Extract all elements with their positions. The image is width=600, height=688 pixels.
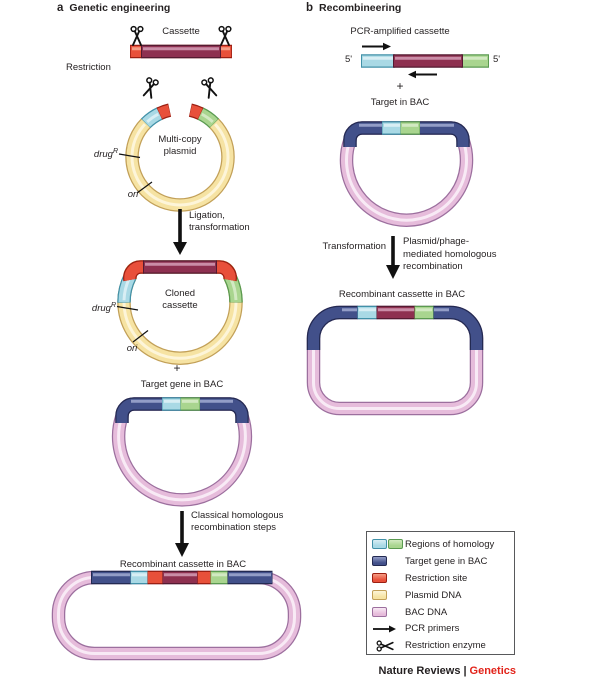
legend-row: Restriction site bbox=[372, 570, 514, 587]
journal-field: Genetics bbox=[469, 665, 516, 677]
restriction-enzyme-scissors-icon bbox=[376, 640, 394, 652]
drug-r-tick bbox=[116, 305, 139, 311]
recombinant-cassette-label-b: Recombinant cassette in BAC bbox=[338, 289, 466, 300]
recombinant-bac-b bbox=[306, 305, 484, 416]
homology-green-swatch bbox=[388, 539, 403, 550]
cassette-label: Cassette bbox=[162, 26, 200, 37]
ligation-arrow bbox=[173, 209, 187, 255]
legend-row: Target gene in BAC bbox=[372, 553, 514, 570]
legend-label: Restriction enzyme bbox=[405, 640, 486, 652]
pcr-cassette bbox=[361, 42, 489, 79]
ligation-arrow-label: Ligation,transformation bbox=[189, 210, 250, 233]
recombinant-cassette-label-a: Recombinant cassette in BAC bbox=[119, 559, 247, 570]
legend-row: Plasmid DNA bbox=[372, 587, 514, 604]
legend-row: PCR primers bbox=[372, 620, 514, 637]
restriction-label: Restriction bbox=[66, 62, 111, 73]
target-in-bac-label: Target in BAC bbox=[370, 97, 430, 108]
legend-label: Target gene in BAC bbox=[405, 555, 488, 567]
panel-b-title: Recombineering bbox=[319, 2, 402, 14]
homology-blue-swatch bbox=[372, 539, 387, 550]
transformation-label: Transformation bbox=[322, 241, 386, 252]
five-prime-left-label: 5' bbox=[345, 54, 353, 65]
bac-pink-swatch bbox=[372, 607, 387, 617]
target-bac-b bbox=[339, 121, 474, 227]
footer-separator: | bbox=[463, 665, 467, 677]
pcr-cassette-label: PCR-amplified cassette bbox=[350, 26, 450, 37]
plasmid-yellow-swatch bbox=[372, 590, 387, 601]
panel-a-title: Genetic engineering bbox=[69, 2, 171, 14]
ori-label: ori bbox=[126, 343, 138, 354]
panel-b-letter: b bbox=[306, 2, 314, 14]
legend-row: BAC DNA bbox=[372, 604, 514, 621]
legend-row: Restriction enzyme bbox=[372, 637, 514, 654]
restriction-red-swatch bbox=[372, 573, 387, 584]
legend-label: PCR primers bbox=[405, 623, 460, 635]
legend-label: BAC DNA bbox=[405, 606, 448, 618]
legend-label: Plasmid DNA bbox=[405, 589, 462, 601]
ori-tick bbox=[132, 330, 149, 343]
cloned-cassette-plasmid bbox=[116, 239, 243, 365]
legend-label: Restriction site bbox=[405, 572, 468, 584]
restriction-enzyme-scissors-icon bbox=[200, 76, 219, 100]
restriction-enzyme-scissors-icon bbox=[141, 76, 160, 100]
pcr-primer-arrow-forward bbox=[362, 42, 391, 51]
target-gene-in-bac-label: Target gene in BAC bbox=[140, 379, 224, 390]
transformation-arrow bbox=[386, 236, 400, 279]
drug-r-label: drugR bbox=[91, 301, 116, 314]
legend-label: Regions of homology bbox=[405, 538, 495, 550]
pcr-primer-arrow-reverse bbox=[408, 70, 437, 79]
plus-sign: + bbox=[396, 79, 404, 93]
drug-r-tick bbox=[118, 153, 141, 159]
journal-footer: Nature Reviews|Genetics bbox=[0, 665, 516, 677]
restriction-enzyme-scissors-icon bbox=[130, 25, 144, 46]
drug-r-label: drugR bbox=[93, 147, 118, 160]
restriction-enzyme-scissors-icon bbox=[218, 25, 232, 46]
five-prime-right-label: 5' bbox=[493, 54, 501, 65]
multi-copy-plasmid-ring bbox=[118, 76, 235, 212]
recombinant-bac-a bbox=[51, 570, 302, 661]
panel-a-header: a Genetic engineering bbox=[57, 2, 170, 15]
target-navy-swatch bbox=[372, 556, 387, 567]
panel-b-header: b Recombineering bbox=[306, 2, 401, 15]
cassette-bar bbox=[130, 25, 232, 59]
classical-recombination-arrow bbox=[175, 511, 189, 557]
pcr-primer-arrow-icon bbox=[373, 625, 396, 633]
legend-box: Regions of homology Target gene in BAC R… bbox=[366, 531, 515, 655]
ori-tick bbox=[136, 181, 153, 194]
panel-a-letter: a bbox=[57, 2, 64, 14]
legend-row: Regions of homology bbox=[372, 536, 514, 553]
plus-sign: + bbox=[173, 361, 181, 375]
journal-name: Nature Reviews bbox=[378, 665, 461, 677]
ori-label: ori bbox=[127, 189, 139, 200]
target-bac-a bbox=[111, 397, 253, 507]
